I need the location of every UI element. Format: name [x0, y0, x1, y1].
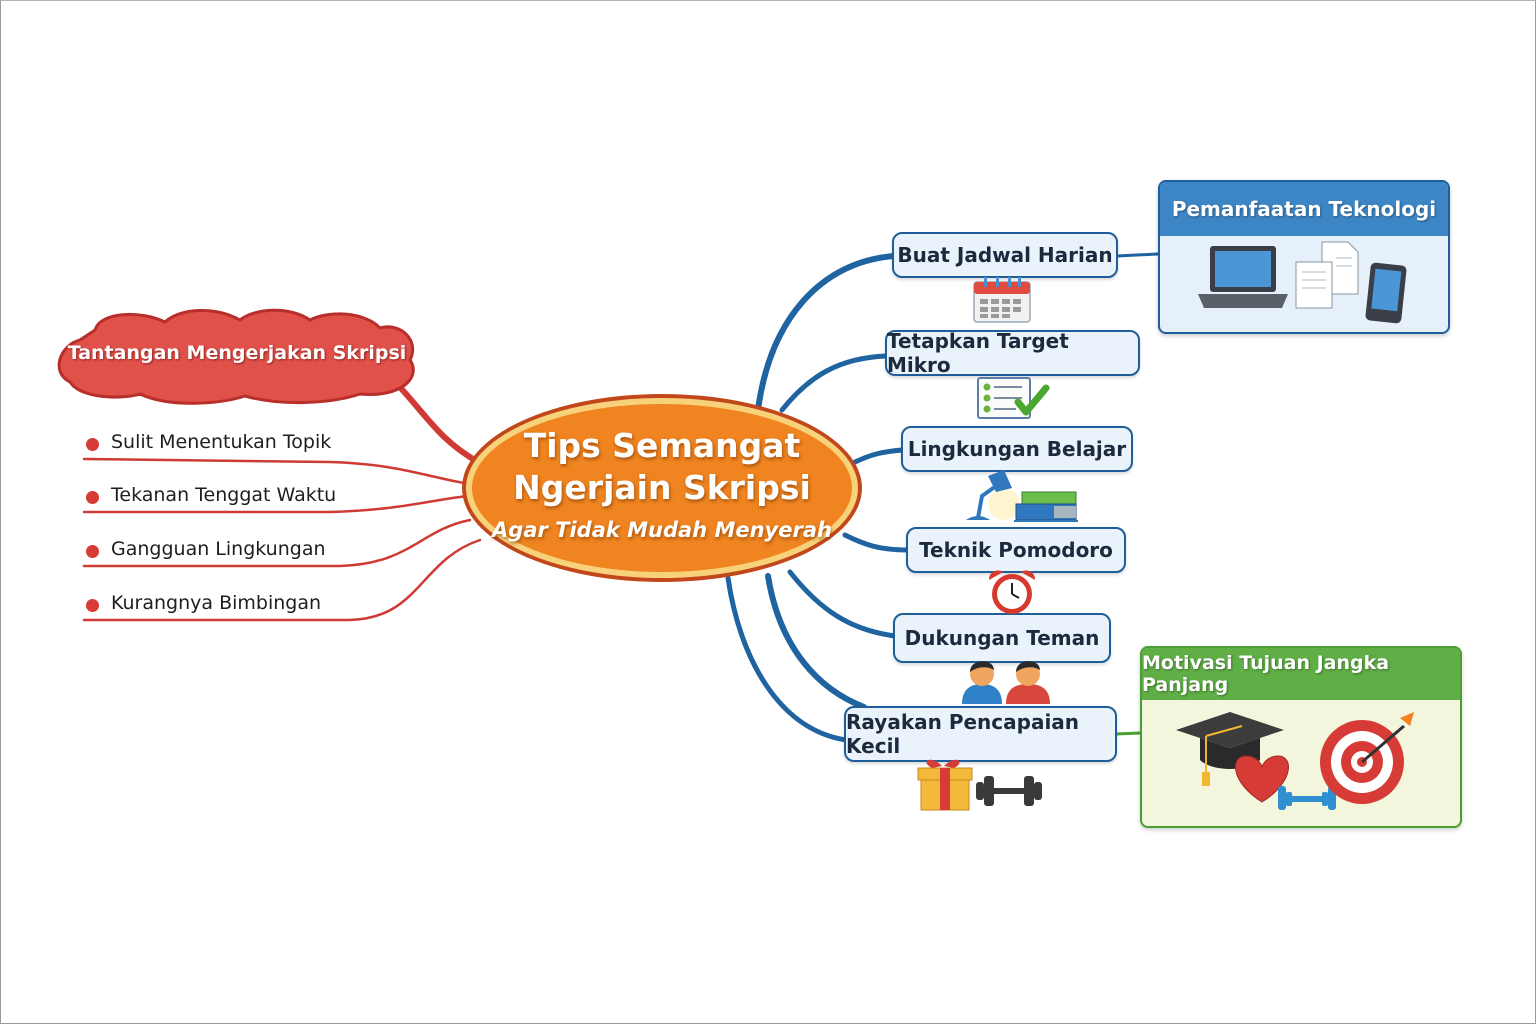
- motivation-icons: [1176, 712, 1414, 810]
- challenge-item: Gangguan Lingkungan: [84, 535, 464, 565]
- tip-label: Buat Jadwal Harian: [897, 243, 1113, 267]
- tip-label: Tetapkan Target Mikro: [887, 329, 1069, 377]
- challenge-label: Tekanan Tenggat Waktu: [111, 484, 337, 506]
- link-tech: [1115, 252, 1160, 258]
- center-node-shape: [462, 394, 862, 582]
- bullet-icon: [86, 491, 99, 504]
- tip-node: Rayakan Pencapaian Kecil: [844, 706, 1117, 762]
- tip-label: Teknik Pomodoro: [919, 538, 1113, 562]
- tip-node: Teknik Pomodoro: [906, 527, 1126, 573]
- challenge-item: Kurangnya Bimbingan: [84, 589, 464, 619]
- technology-icons: [1198, 241, 1407, 324]
- link-challenge-3: [82, 518, 472, 568]
- heart-icon: [1235, 755, 1289, 803]
- link-tip-6b: [725, 575, 849, 743]
- link-tip-6a: [765, 573, 867, 710]
- link-tip-2: [779, 353, 889, 413]
- tip-node: Lingkungan Belajar: [901, 426, 1133, 472]
- tip-node: Buat Jadwal Harian: [892, 232, 1118, 278]
- challenge-item: Tekanan Tenggat Waktu: [84, 481, 464, 511]
- laptop-icon: [1198, 246, 1288, 308]
- challenge-label: Sulit Menentukan Topik: [111, 431, 332, 453]
- center-subtitle: Agar Tidak Mudah Menyerah: [492, 518, 832, 542]
- link-tip-5: [787, 569, 898, 639]
- target-icon: [1320, 712, 1414, 804]
- tip-node: Dukungan Teman: [893, 613, 1111, 663]
- tip-label: Dukungan Teman: [904, 626, 1100, 650]
- tablet-icon: [1365, 262, 1407, 324]
- link-motivation: [1115, 731, 1141, 736]
- challenge-item: Sulit Menentukan Topik: [84, 428, 464, 458]
- challenge-title: Tantangan Mengerjakan Skripsi: [67, 342, 407, 364]
- alarm-clock-icon: [988, 570, 1036, 614]
- link-tip-1: [755, 253, 897, 413]
- link-challenge-1: [82, 457, 472, 486]
- desk-lamp-books-icon: [966, 470, 1078, 522]
- center-title-line1: Tips Semangat: [523, 426, 801, 465]
- challenge-cloud: [57, 308, 415, 405]
- friends-icon: [962, 661, 1050, 704]
- center-node: Tips Semangat Ngerjain Skripsi Agar Tida…: [462, 398, 862, 578]
- gift-icon: [917, 759, 973, 811]
- tip-label: Rayakan Pencapaian Kecil: [846, 710, 1080, 758]
- dumbbell-icon: [1278, 786, 1336, 810]
- calendar-icon: [973, 277, 1031, 323]
- link-challenge-2: [82, 494, 470, 514]
- link-tip-3: [852, 447, 905, 465]
- link-challenge-cloud: [395, 382, 481, 465]
- tip-node: Tetapkan Target Mikro: [885, 329, 1140, 377]
- bullet-icon: [86, 438, 99, 451]
- bullet-icon: [86, 599, 99, 612]
- gift-dumbbell-icon: [917, 759, 1042, 811]
- challenge-label: Gangguan Lingkungan: [111, 538, 326, 560]
- motivation-card-title: Motivasi Tujuan Jangka Panjang: [1142, 648, 1460, 700]
- checklist-icon: [977, 377, 1050, 419]
- link-challenge-4: [82, 538, 482, 622]
- technology-card: Pemanfaatan Teknologi: [1158, 180, 1450, 334]
- link-tip-4: [842, 532, 911, 553]
- technology-card-title: Pemanfaatan Teknologi: [1160, 182, 1448, 236]
- tip-label: Lingkungan Belajar: [907, 437, 1127, 461]
- challenge-label: Kurangnya Bimbingan: [111, 592, 322, 614]
- motivation-card: Motivasi Tujuan Jangka Panjang: [1140, 646, 1462, 828]
- center-title-line2: Ngerjain Skripsi: [513, 468, 811, 507]
- documents-icon: [1295, 241, 1359, 309]
- bullet-icon: [86, 545, 99, 558]
- dumbbell-icon: [976, 776, 1042, 806]
